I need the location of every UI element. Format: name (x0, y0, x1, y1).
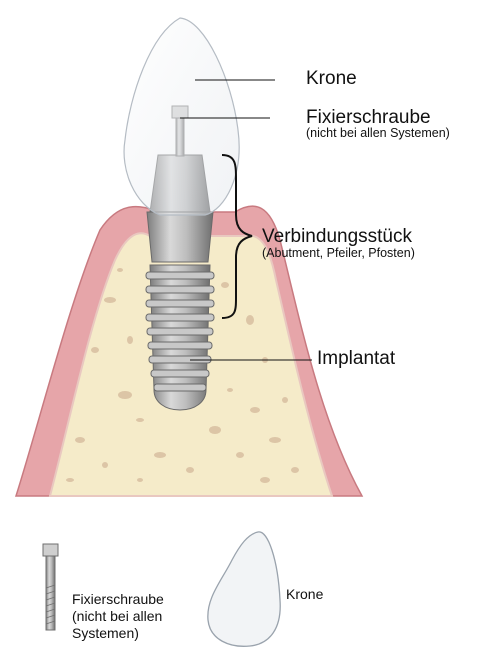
legend-crown-icon (207, 531, 281, 647)
abutment-brace (221, 154, 253, 319)
label-abutment-note: (Abutment, Pfeiler, Pfosten) (262, 246, 415, 260)
legend-screw-line1: Fixierschraube (72, 591, 164, 607)
leader-lines (180, 79, 312, 361)
label-implant: Implantat (317, 348, 396, 369)
legend-screw-icon (42, 543, 59, 631)
legend-screw-line3: Systemen) (72, 625, 139, 641)
crown (123, 17, 240, 216)
label-crown: Krone (306, 68, 357, 89)
label-screw-note: (nicht bei allen Systemen) (306, 126, 450, 140)
legend-screw-line2: (nicht bei allen (72, 608, 163, 624)
bone-texture (66, 268, 299, 483)
legend-crown-label: Krone (286, 586, 324, 602)
label-screw: Fixierschraube (306, 107, 431, 128)
implant-body (145, 264, 215, 411)
label-abutment: Verbindungsstück (262, 226, 412, 247)
